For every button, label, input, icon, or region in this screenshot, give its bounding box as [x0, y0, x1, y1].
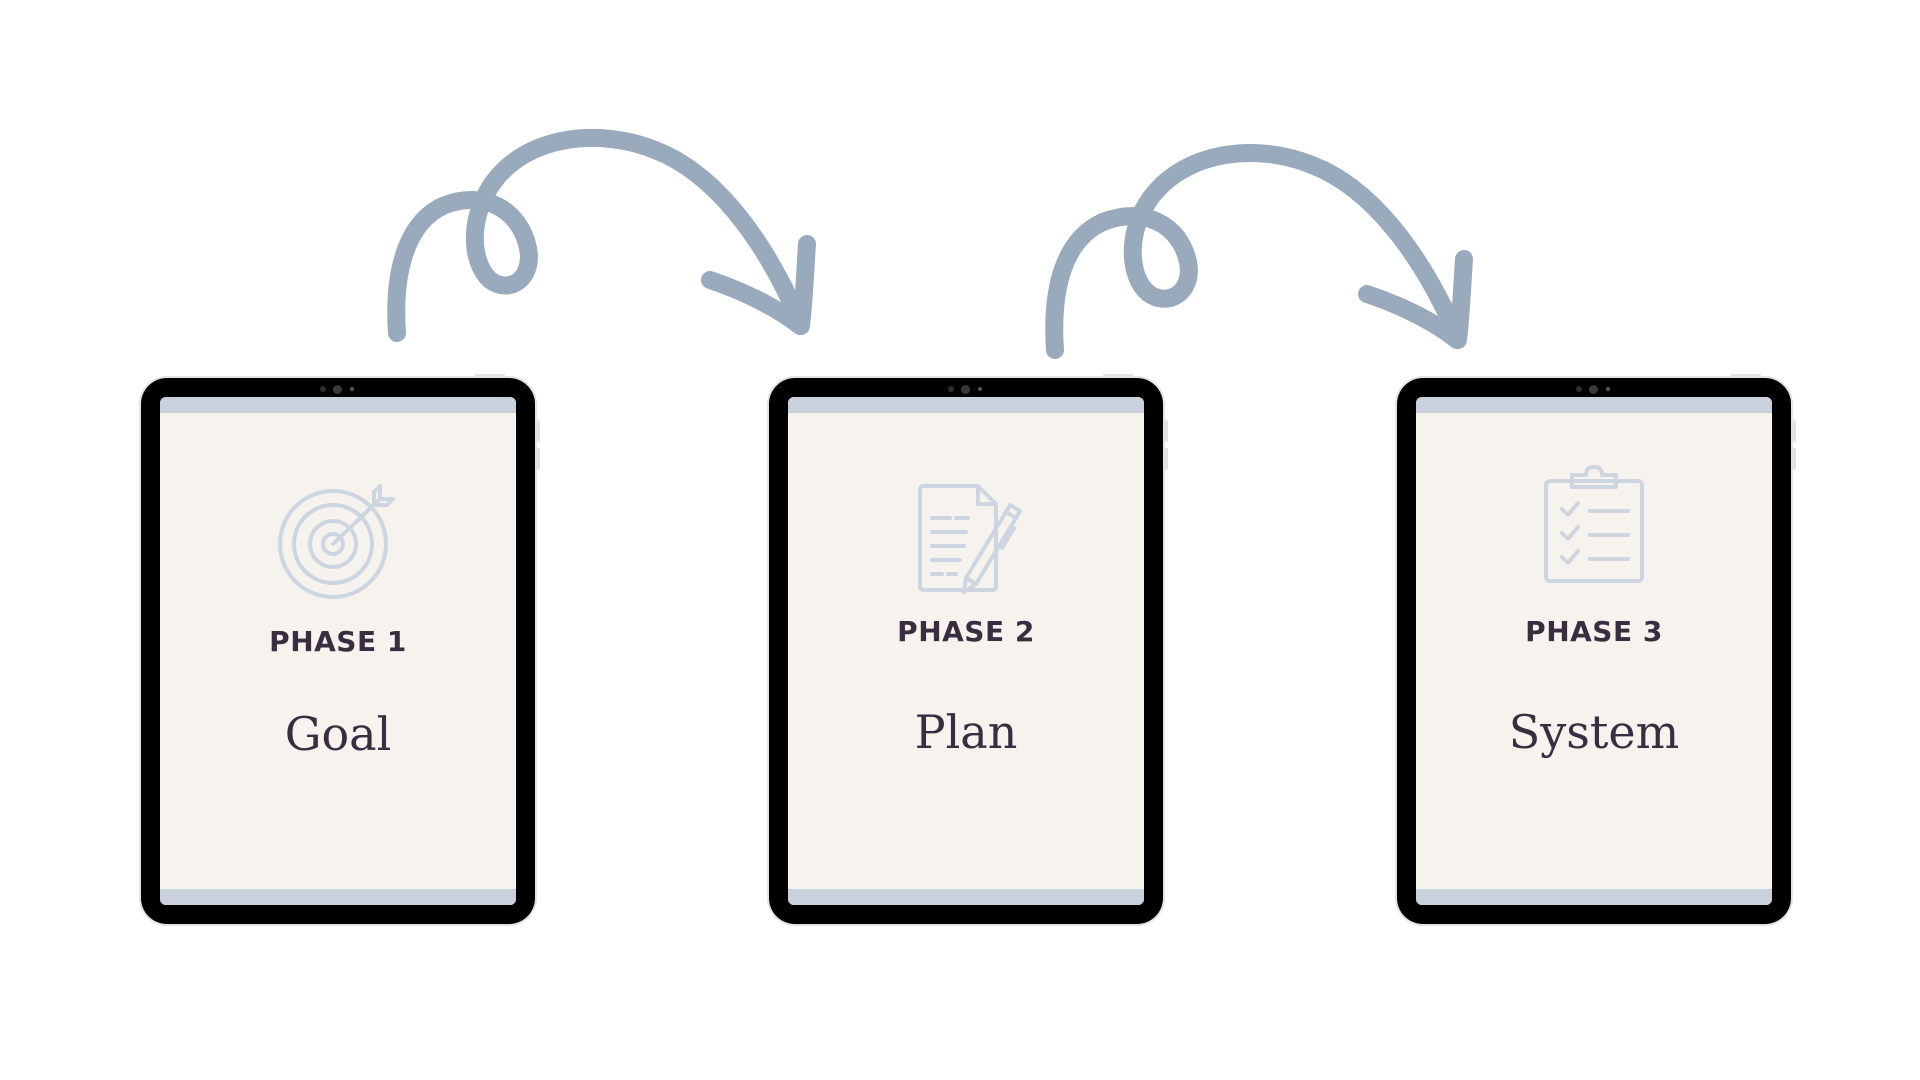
screen-top-bar [160, 397, 516, 413]
curly-arrow-icon [387, 128, 816, 342]
tablet-screen: PHASE 2 Plan [788, 397, 1144, 905]
curly-arrow-icon [1045, 143, 1473, 359]
phase-title: Goal [284, 707, 392, 761]
tablet-camera [1574, 385, 1614, 394]
tablet-top-button [475, 374, 505, 376]
tablet-volume-button [1165, 448, 1168, 470]
document-pencil-icon [918, 484, 1022, 594]
tablet-volume-button [1793, 420, 1796, 442]
phase-label: PHASE 1 [269, 625, 407, 658]
tablet-screen: PHASE 3 System [1416, 397, 1772, 905]
phase-card-3: PHASE 3 System [1397, 374, 1796, 924]
phase-card-2: PHASE 2 Plan [769, 374, 1168, 924]
tablet-screen: PHASE 1 Goal [160, 397, 516, 905]
tablet-volume-button [1793, 448, 1796, 470]
screen-top-bar [1416, 397, 1772, 413]
screen-top-bar [788, 397, 1144, 413]
screen-bottom-bar [788, 889, 1144, 905]
phase-label: PHASE 2 [897, 615, 1035, 648]
tablet-volume-button [537, 448, 540, 470]
phase-card-1: PHASE 1 Goal [141, 374, 540, 924]
tablet-top-button [1103, 374, 1133, 376]
tablet-camera [318, 385, 358, 394]
phase-title: System [1508, 705, 1680, 759]
tablet-camera [946, 385, 986, 394]
phase-label: PHASE 3 [1525, 615, 1663, 648]
screen-bottom-bar [1416, 889, 1772, 905]
tablet-volume-button [537, 420, 540, 442]
tablet-top-button [1731, 374, 1761, 376]
screen-bottom-bar [160, 889, 516, 905]
target-icon [278, 484, 395, 599]
tablet-volume-button [1165, 420, 1168, 442]
clipboard-checklist-icon [1544, 465, 1644, 583]
phase-title: Plan [914, 705, 1018, 759]
